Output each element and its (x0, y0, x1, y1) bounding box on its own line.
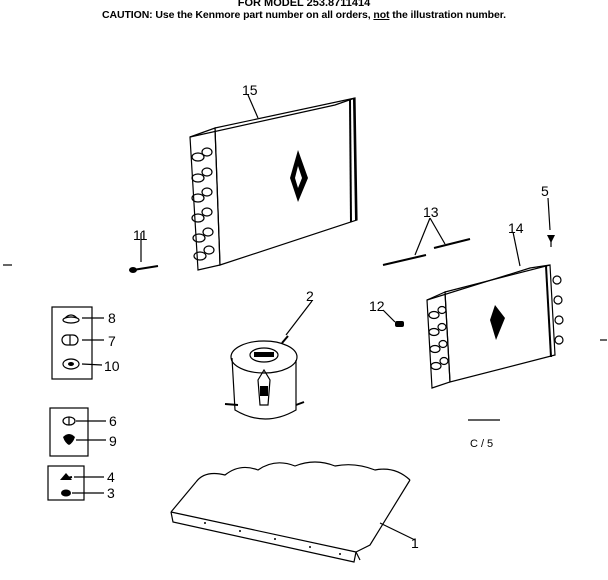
parts-card-4-3 (47, 465, 104, 501)
base-pan-rear-edge (195, 461, 411, 483)
leader-14 (512, 231, 521, 267)
evaporator-return-bends (428, 275, 564, 371)
compressor-top (230, 340, 298, 374)
evaporator-coil-part-14 (426, 231, 564, 389)
model-heading: FOR MODEL 253.8711414 (237, 0, 371, 9)
condenser-coil-part-15 (189, 97, 358, 271)
callout-7: 7 (108, 333, 116, 349)
callout-12: 12 (369, 298, 385, 314)
caution-prefix: CAUTION: Use the Kenmore part number on … (102, 9, 374, 21)
caution-not: not (373, 9, 390, 21)
callout-11: 11 (133, 227, 148, 243)
compressor-terminal-box (257, 368, 271, 406)
card-frame-top (51, 306, 93, 380)
leader-15 (247, 94, 259, 119)
callout-13: 13 (423, 204, 439, 220)
callout-2: 2 (306, 288, 314, 304)
plug-part-12 (382, 309, 404, 327)
condenser-top-edge (189, 97, 356, 138)
leader-2 (285, 300, 313, 336)
condenser-right-flange (349, 99, 352, 223)
callout-9: 9 (109, 433, 117, 449)
base-pan-rivets (204, 522, 341, 555)
tube-part-13 (382, 217, 471, 266)
part-10-icon (62, 358, 80, 370)
evaporator-face (444, 264, 556, 383)
card-frame-bottom (47, 465, 85, 501)
compressor-part-2 (224, 300, 313, 420)
part-3-icon (61, 489, 71, 497)
condenser-face (214, 97, 358, 266)
callout-15: 15 (242, 82, 258, 98)
base-pan-right-edge (355, 479, 411, 553)
leader-1 (379, 522, 416, 541)
callout-14: 14 (508, 220, 524, 236)
evaporator-end-plate (426, 291, 451, 389)
leader-10 (81, 363, 103, 366)
base-pan-front-edge (170, 511, 357, 553)
part-9-icon (63, 434, 75, 445)
evaporator-top-edge (426, 264, 551, 301)
compressor-shell (231, 357, 297, 420)
leader-13a (414, 217, 431, 256)
callout-6: 6 (109, 413, 117, 429)
callout-1: 1 (411, 535, 419, 551)
callout-8: 8 (108, 310, 116, 326)
base-pan-part-1 (170, 461, 416, 563)
screw-part-11 (129, 233, 159, 273)
base-pan-left-edge (170, 481, 197, 513)
evaporator-diamond-mark (490, 305, 505, 340)
page-code: C/5 (470, 438, 496, 450)
caution-note: CAUTION: Use the Kenmore part number on … (0, 9, 608, 21)
base-pan-front-lip (170, 511, 357, 563)
callout-5: 5 (541, 183, 549, 199)
leader-5 (547, 197, 551, 231)
leader-12 (382, 309, 396, 323)
parts-card-6-9 (49, 407, 106, 457)
screw-part-5 (547, 197, 555, 247)
callout-10: 10 (104, 358, 120, 374)
leader-13b (429, 217, 446, 245)
callout-4: 4 (107, 469, 115, 485)
parts-card-8-7-10 (51, 306, 104, 380)
caution-suffix: the illustration number. (389, 9, 506, 21)
condenser-return-bends (191, 147, 215, 261)
callout-3: 3 (107, 485, 115, 501)
card-frame-middle (49, 407, 89, 457)
